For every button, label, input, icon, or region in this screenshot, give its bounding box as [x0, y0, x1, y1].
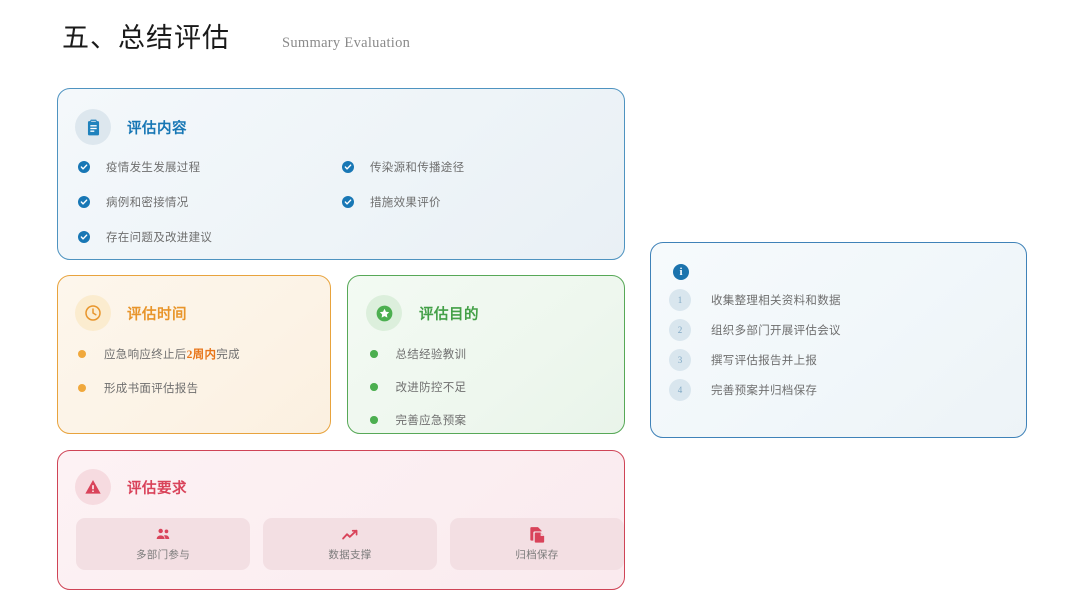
card-evaluation-steps: i 1 收集整理相关资料和数据 2 组织多部门开展评估会议 3 撰写评估报告并上…: [650, 242, 1027, 438]
clock-icon: [75, 295, 111, 331]
check-icon: [78, 161, 90, 173]
check-icon: [342, 161, 354, 173]
tile-archive-save[interactable]: 归档保存: [450, 518, 624, 570]
item-highlight: 2周内: [186, 349, 217, 361]
card-content-list: 疫情发生发展过程 传染源和传播途径 病例和密接情况 措施效果评价 存在问题及改进…: [78, 159, 598, 245]
list-item-label: 传染源和传播途径: [370, 162, 465, 174]
step-number: 4: [669, 379, 691, 401]
warning-triangle-icon: [75, 469, 111, 505]
page-subtitle: Summary Evaluation: [282, 35, 411, 51]
list-item: 传染源和传播途径: [342, 159, 606, 175]
requirement-tiles: 多部门参与 数据支撑: [76, 518, 624, 570]
step-label: 组织多部门开展评估会议: [711, 325, 841, 337]
tile-multi-department[interactable]: 多部门参与: [76, 518, 250, 570]
card-purpose-header: 评估目的: [366, 295, 624, 331]
list-item: 总结经验教训: [370, 346, 624, 362]
bullet-icon: [370, 416, 378, 424]
bullet-icon: [78, 384, 86, 392]
card-evaluation-requirements: 评估要求 多部门参与: [57, 450, 625, 590]
bullet-icon: [370, 350, 378, 358]
trending-up-icon: [341, 526, 360, 543]
card-steps-list: 1 收集整理相关资料和数据 2 组织多部门开展评估会议 3 撰写评估报告并上报 …: [669, 289, 1026, 401]
list-item: 3 撰写评估报告并上报: [669, 349, 1026, 371]
list-item-label: 应急响应终止后2周内完成: [104, 346, 240, 362]
list-item-label: 措施效果评价: [370, 197, 441, 209]
card-require-header: 评估要求: [75, 469, 624, 505]
card-require-title: 评估要求: [127, 480, 187, 497]
check-icon: [342, 196, 354, 208]
tile-data-support[interactable]: 数据支撑: [263, 518, 437, 570]
bullet-icon: [78, 350, 86, 358]
tile-label: 数据支撑: [328, 550, 372, 561]
page-title: 五、总结评估: [62, 23, 230, 53]
clipboard-icon: [75, 109, 111, 145]
item-prefix: 应急响应终止后: [104, 349, 187, 361]
card-evaluation-purpose: 评估目的 总结经验教训 改进防控不足 完善应急预案: [347, 275, 625, 434]
list-item: 改进防控不足: [370, 379, 624, 395]
card-time-list: 应急响应终止后2周内完成 形成书面评估报告: [78, 346, 330, 396]
step-label: 撰写评估报告并上报: [711, 355, 818, 367]
list-item-label: 完善应急预案: [395, 415, 467, 427]
list-item-label: 总结经验教训: [395, 349, 467, 361]
list-item-label: 改进防控不足: [395, 382, 467, 394]
tile-label: 归档保存: [515, 550, 559, 561]
check-icon: [78, 231, 90, 243]
step-label: 完善预案并归档保存: [711, 385, 818, 397]
list-item-label: 形成书面评估报告: [104, 383, 199, 395]
card-time-title: 评估时间: [127, 306, 187, 323]
step-number: 3: [669, 349, 691, 371]
list-item: 存在问题及改进建议: [78, 229, 342, 245]
list-item: 4 完善预案并归档保存: [669, 379, 1026, 401]
list-item: 1 收集整理相关资料和数据: [669, 289, 1026, 311]
card-evaluation-content: 评估内容 疫情发生发展过程 传染源和传播途径 病例和密接情况 措施效果评价 存在…: [57, 88, 625, 260]
info-icon: i: [673, 264, 689, 280]
list-item-label: 病例和密接情况: [106, 197, 189, 209]
step-number: 2: [669, 319, 691, 341]
list-item: 应急响应终止后2周内完成: [78, 346, 330, 362]
tile-label: 多部门参与: [136, 550, 190, 561]
card-evaluation-time: 评估时间 应急响应终止后2周内完成 形成书面评估报告: [57, 275, 331, 434]
item-suffix: 完成: [216, 349, 240, 361]
list-item-label: 疫情发生发展过程: [106, 162, 201, 174]
page-header: 五、总结评估 Summary Evaluation: [62, 16, 410, 55]
step-label: 收集整理相关资料和数据: [711, 295, 841, 307]
list-item: 形成书面评估报告: [78, 380, 330, 396]
list-item: 措施效果评价: [342, 194, 606, 210]
card-time-header: 评估时间: [75, 295, 330, 331]
card-purpose-list: 总结经验教训 改进防控不足 完善应急预案: [370, 346, 624, 428]
list-item: 2 组织多部门开展评估会议: [669, 319, 1026, 341]
step-number: 1: [669, 289, 691, 311]
card-content-header: 评估内容: [75, 109, 624, 145]
list-item: 病例和密接情况: [78, 194, 342, 210]
star-circle-icon: [366, 295, 402, 331]
list-item: 疫情发生发展过程: [78, 159, 342, 175]
list-item: 完善应急预案: [370, 412, 624, 428]
people-group-icon: [155, 526, 172, 543]
check-icon: [78, 196, 90, 208]
card-content-title: 评估内容: [127, 120, 187, 137]
list-item-label: 存在问题及改进建议: [106, 232, 213, 244]
copy-documents-icon: [529, 526, 545, 543]
bullet-icon: [370, 383, 378, 391]
card-purpose-title: 评估目的: [419, 306, 479, 323]
